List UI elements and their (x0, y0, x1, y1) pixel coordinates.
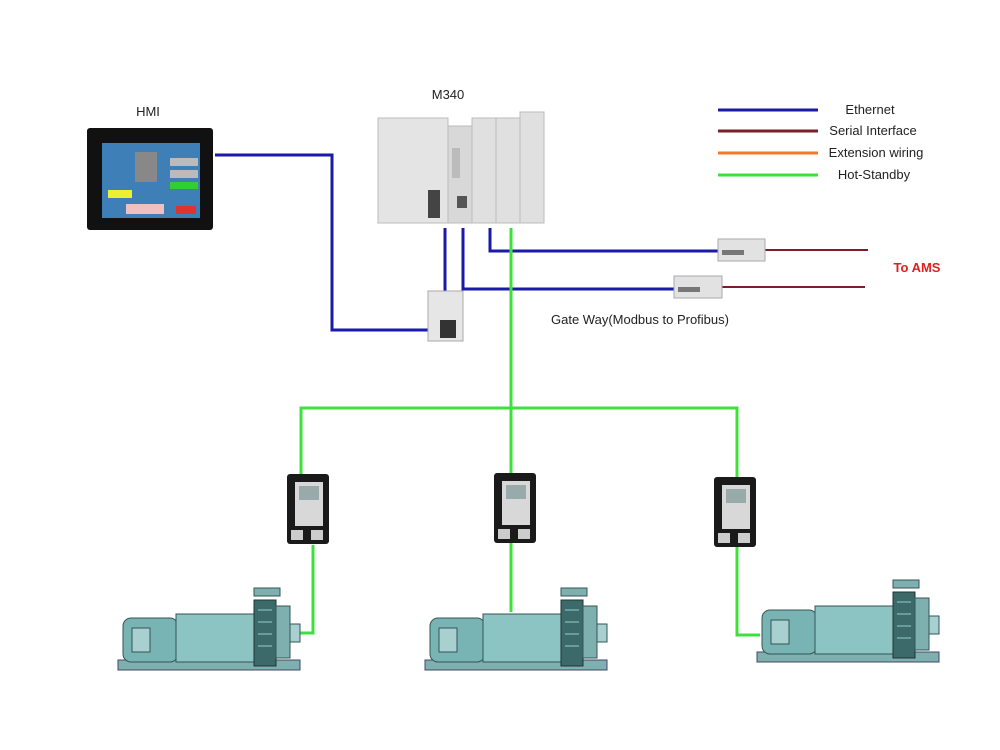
pump-motor-1 (117, 587, 301, 671)
m340-plc (377, 111, 545, 224)
hmi-panel (87, 128, 213, 230)
legend-label-hot-standby: Hot-Standby (838, 167, 911, 182)
hot-standby-cables (297, 228, 760, 637)
ethernet-cable-gateway (461, 228, 674, 291)
gateway-device-profibus (673, 275, 723, 299)
pump-motor-2 (424, 587, 608, 671)
variable-speed-drive-2 (494, 473, 536, 543)
legend-label-serial: Serial Interface (829, 123, 916, 138)
to-ams-label: To AMS (894, 260, 941, 275)
ethernet-cable-hmi (215, 153, 428, 332)
plc-label: M340 (432, 87, 465, 102)
pump-motor-3 (756, 579, 940, 663)
hmi-label: HMI (136, 104, 160, 119)
variable-speed-drive-3 (714, 477, 756, 547)
variable-speed-drive-1 (287, 474, 329, 544)
legend-label-ethernet: Ethernet (845, 102, 895, 117)
gateway-device-ams (717, 238, 766, 262)
ethernet-switch (427, 290, 464, 342)
gateway-label: Gate Way(Modbus to Profibus) (551, 312, 729, 327)
legend: Ethernet Serial Interface Extension wiri… (718, 102, 923, 182)
legend-label-extension: Extension wiring (829, 145, 924, 160)
ethernet-cable-ams (488, 228, 718, 253)
